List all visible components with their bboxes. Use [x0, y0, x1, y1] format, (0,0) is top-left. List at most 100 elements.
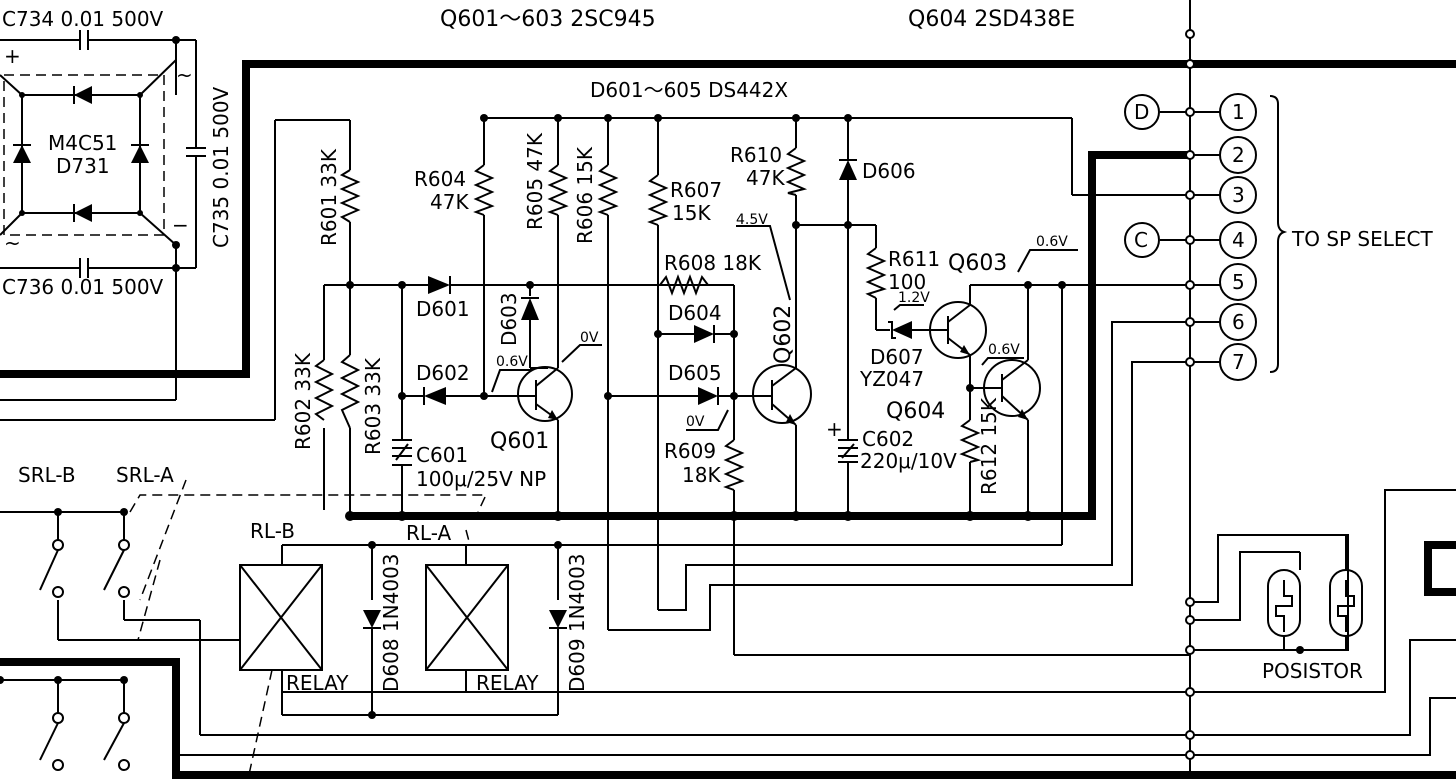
d609-symbol	[549, 610, 567, 629]
bridge-name-label: M4C51	[48, 131, 117, 155]
connector-pin-6: 6	[1232, 310, 1245, 334]
q601-collector-voltage: 0V	[580, 330, 599, 346]
d604-symbol	[694, 325, 715, 343]
srl-b-label: SRL-B	[18, 463, 76, 487]
c602-label: C602	[862, 427, 914, 451]
d603-label: D603	[497, 292, 521, 346]
r610-symbol	[785, 147, 808, 196]
connector-pin-7: 7	[1232, 350, 1245, 374]
connector-junctions	[1185, 29, 1195, 760]
r602-symbol	[313, 359, 335, 421]
r606-label: R606 15K	[573, 146, 597, 244]
connector-pin-3: 3	[1232, 183, 1245, 207]
d606-symbol	[839, 159, 857, 180]
posistor-label: POSISTOR	[1262, 659, 1363, 683]
capacitor-symbols	[392, 439, 858, 466]
c736-label: C736 0.01 500V	[2, 275, 164, 299]
bridge-minus-sign: −	[172, 213, 189, 237]
c601-label: C601	[416, 443, 468, 467]
r607-symbol	[647, 174, 669, 226]
c601-value: 100μ/25V NP	[416, 467, 546, 491]
relay-rl-b	[239, 564, 323, 671]
switch-contacts	[39, 512, 130, 771]
r611-label: R611	[888, 247, 940, 271]
c602-symbol	[838, 439, 858, 463]
d602-symbol	[423, 387, 446, 405]
r609-value: 18K	[682, 463, 721, 487]
d607-label: D607	[870, 345, 924, 369]
posistor-elements	[1267, 535, 1363, 654]
r604-symbol	[473, 164, 495, 216]
relay-a-text: RELAY	[476, 671, 539, 695]
r602-label: R602 33K	[291, 352, 315, 450]
r610-label: R610	[730, 143, 782, 167]
bridge-ref-label: D731	[56, 154, 110, 178]
q603-collector-voltage: 0.6V	[1036, 234, 1068, 250]
q601-603-type-label: Q601～603 2SC945	[440, 7, 656, 32]
r603-symbol	[339, 354, 361, 429]
r604-label: R604	[414, 167, 466, 191]
d601-symbol	[428, 276, 451, 294]
d609-label: D609 1N4003	[565, 553, 589, 692]
connector-letter-c: C	[1134, 228, 1148, 252]
r611-symbol	[865, 247, 887, 299]
d607-voltage: 1.2V	[898, 290, 930, 306]
q602-label: Q602	[771, 305, 796, 364]
r607-label: R607	[670, 178, 722, 202]
r608-label: R608 18K	[664, 251, 762, 275]
q601-symbol	[517, 366, 573, 422]
voltage-callout-lines	[491, 225, 1078, 431]
srl-a-label: SRL-A	[116, 463, 174, 487]
d604-label: D604	[668, 301, 722, 325]
q603-symbol	[929, 285, 987, 359]
d605-label: D605	[668, 361, 722, 385]
q604-base-voltage: 0.6V	[988, 342, 1020, 358]
resistor-symbols	[313, 147, 982, 491]
q604-symbol	[970, 359, 1041, 421]
rl-a-label: RL-A	[406, 521, 451, 545]
r612-label: R612 15K	[977, 397, 1001, 495]
q601-label: Q601	[490, 429, 549, 454]
thick-bus-lines	[0, 60, 1456, 779]
q604-type-label: Q604 2SD438E	[908, 7, 1075, 32]
relay-b-text: RELAY	[286, 671, 349, 695]
c734-label: C734 0.01 500V	[2, 7, 164, 31]
c735-label: C735 0.01 500V	[209, 86, 233, 248]
q604-label: Q604	[886, 399, 945, 424]
d603-symbol	[521, 297, 539, 320]
q602-collector-voltage: 4.5V	[736, 212, 768, 228]
r601-label: R601 33K	[317, 148, 341, 246]
q603-label: Q603	[948, 251, 1007, 276]
d607-symbol	[888, 321, 912, 339]
q602-symbol	[752, 364, 812, 426]
connector-pin-5: 5	[1232, 270, 1245, 294]
junction-dots	[0, 114, 1066, 719]
transistor-symbols	[517, 285, 1041, 426]
d608-symbol	[363, 610, 381, 629]
d606-label: D606	[862, 159, 916, 183]
r609-symbol	[723, 439, 745, 491]
connector-pin-2: 2	[1232, 143, 1245, 167]
d601-label: D601	[416, 297, 470, 321]
c602-value: 220μ/10V	[860, 449, 957, 473]
r605-label: R605 47K	[523, 132, 547, 230]
r601-symbol	[339, 169, 361, 223]
r612-symbol	[959, 419, 982, 463]
r603-label: R603 33K	[361, 357, 385, 455]
d605-symbol	[698, 387, 719, 405]
d608-label: D608 1N4003	[379, 553, 403, 692]
connector-letter-d: D	[1134, 100, 1149, 124]
r608-symbol	[659, 274, 709, 296]
r606-symbol	[597, 164, 619, 216]
to-sp-select-label: TO SP SELECT	[1291, 227, 1434, 251]
relay-rl-a	[425, 564, 509, 671]
r605-symbol	[547, 164, 569, 216]
circuit-wires	[0, 117, 1456, 756]
connector-pin-1: 1	[1232, 100, 1245, 124]
relay-linkage-dashes	[129, 479, 488, 779]
d601-605-type-label: D601～605 DS442X	[590, 78, 788, 102]
r604-value: 47K	[430, 190, 469, 214]
r610-value: 47K	[746, 166, 785, 190]
r609-label: R609	[664, 439, 716, 463]
